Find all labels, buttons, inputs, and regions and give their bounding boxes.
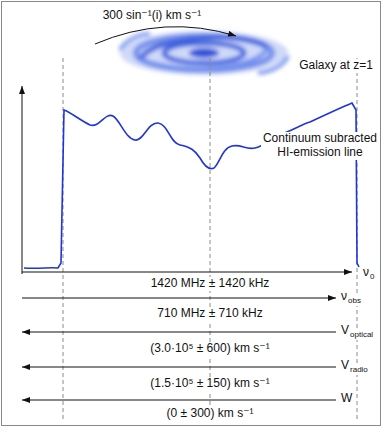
- axis-symbol: W: [340, 392, 353, 406]
- dashed-guides: [63, 58, 357, 420]
- axis-subscript: optical: [349, 330, 374, 339]
- frequency-rest: 1420 MHz ± 1420 kHz: [150, 277, 271, 291]
- galaxy-picture: [120, 31, 288, 75]
- rotation-speed: 300 sin⁻¹(i) km s⁻¹: [102, 9, 203, 23]
- velocity-optical: (3.0·10⁵ ± 600) km s⁻¹: [149, 342, 270, 356]
- hi-emission-line: [24, 103, 359, 268]
- line-width: (0 ± 300) km s⁻¹: [166, 407, 255, 421]
- velocity-radio: (1.5·10⁵ ± 150) km s⁻¹: [149, 377, 270, 391]
- axis-subscript: obs: [347, 296, 362, 305]
- frequency-observed: 710 MHz ± 710 kHz: [156, 307, 263, 321]
- line-label: Continuum subracted HI-emission line: [261, 132, 379, 160]
- galaxy-label: Galaxy at z=1: [298, 59, 374, 73]
- axis-subscript: radio: [349, 365, 369, 374]
- axis-subscript: 0: [369, 272, 375, 281]
- rotation-arrow: [95, 27, 236, 44]
